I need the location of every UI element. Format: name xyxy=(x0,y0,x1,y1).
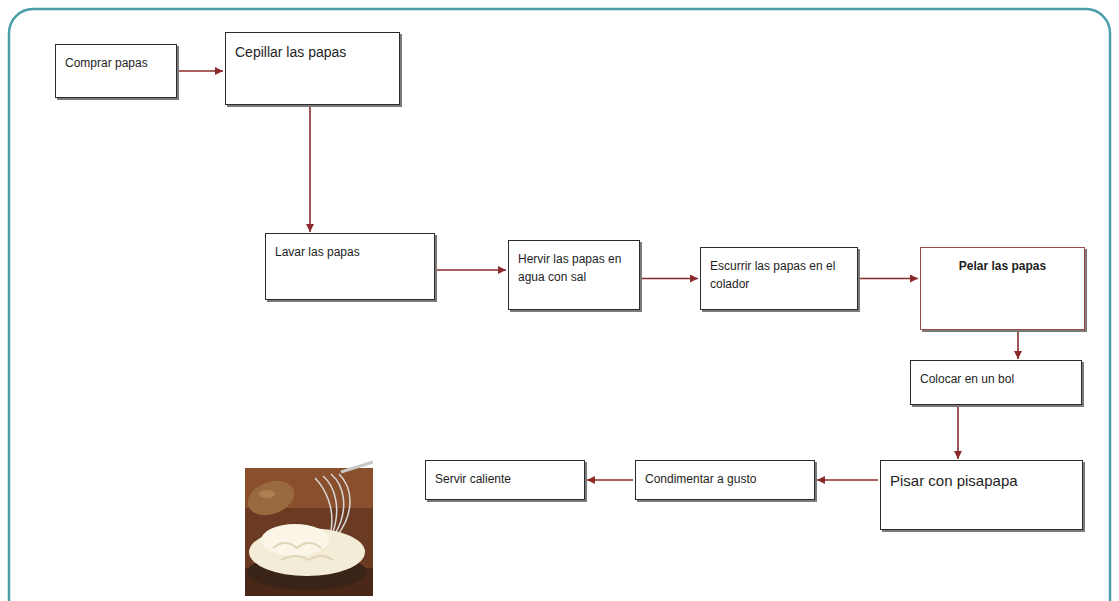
process-box: Condimentar a gusto xyxy=(635,460,815,500)
frame-border xyxy=(9,9,1110,601)
box-label: Pelar las papas xyxy=(930,257,1075,275)
box-label: Lavar las papas xyxy=(275,243,425,261)
process-box: Pisar con pisapapa xyxy=(880,460,1083,530)
process-box: Cepillar las papas xyxy=(225,32,400,105)
mashed-potato-photo xyxy=(243,462,373,596)
process-box: Servir caliente xyxy=(425,460,585,500)
box-label: Hervir las papas en agua con sal xyxy=(518,250,630,286)
process-box: Hervir las papas en agua con sal xyxy=(508,240,640,310)
process-box: Pelar las papas xyxy=(920,247,1085,330)
box-label: Comprar papas xyxy=(65,54,167,72)
box-label: Colocar en un bol xyxy=(920,370,1072,388)
box-label: Pisar con pisapapa xyxy=(890,470,1073,493)
process-box: Escurrir las papas en el colador xyxy=(700,247,858,310)
process-box: Comprar papas xyxy=(55,44,177,98)
box-label: Condimentar a gusto xyxy=(645,470,805,488)
box-label: Cepillar las papas xyxy=(235,42,390,63)
flow-arrow xyxy=(179,70,223,72)
flow-arrow xyxy=(587,479,633,481)
box-label: Servir caliente xyxy=(435,470,575,488)
process-box: Lavar las papas xyxy=(265,233,435,300)
flow-arrow xyxy=(642,278,698,280)
flow-arrow xyxy=(860,278,918,280)
flow-arrow xyxy=(957,406,959,459)
flow-arrow xyxy=(817,479,878,481)
flow-arrow xyxy=(309,106,311,232)
flow-arrow xyxy=(1017,331,1019,359)
process-box: Colocar en un bol xyxy=(910,360,1082,405)
box-label: Escurrir las papas en el colador xyxy=(710,257,848,293)
flow-arrow xyxy=(437,269,506,271)
